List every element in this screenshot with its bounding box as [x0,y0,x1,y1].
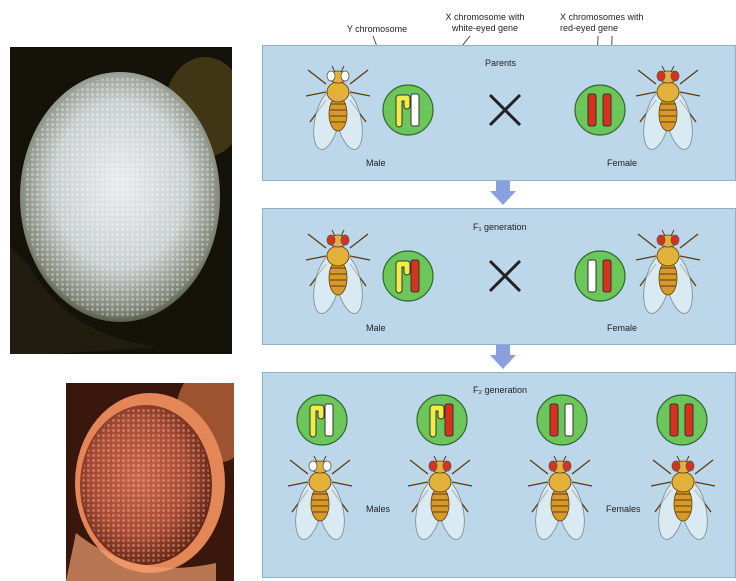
panel-title: F₁ generation [473,222,527,232]
red-eye-photo [66,383,234,581]
female-label: Female [607,323,637,333]
male-label: Male [366,323,386,333]
down-arrow-icon [488,181,518,207]
female-label: Female [607,158,637,168]
males-label: Males [366,504,390,514]
panel-title: F₂ generation [473,385,527,395]
f2-panel: F₂ generation Males Females [262,372,736,578]
f1-panel: F₁ generation Male Female [262,208,736,345]
down-arrow-icon [488,345,518,371]
parents-panel: Parents Male Female [262,45,736,181]
females-label: Females [606,504,641,514]
male-label: Male [366,158,386,168]
panel-title: Parents [485,58,516,68]
